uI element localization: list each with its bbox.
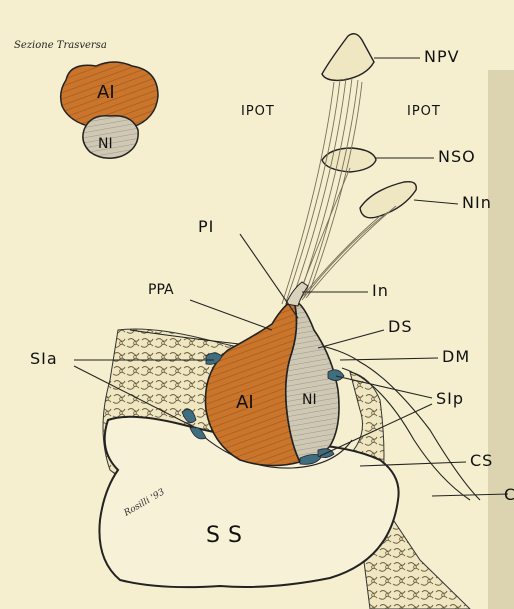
inset-ai-label: AI	[97, 82, 115, 103]
ipot-left-label: IPOT	[241, 104, 275, 119]
npv-nucleus	[322, 34, 374, 81]
sia-label: SIa	[30, 349, 58, 368]
sip-label: SIp	[436, 389, 464, 408]
ds-label: DS	[388, 317, 412, 336]
nso-label: NSO	[438, 147, 476, 166]
ss-label: SS	[206, 523, 250, 548]
pi-label: PI	[198, 217, 214, 236]
inset-cross-section: AI NI	[61, 62, 158, 158]
page-edge	[488, 70, 514, 609]
figure-title: Sezione Trasversa	[14, 40, 107, 51]
ni-label: NI	[302, 392, 317, 408]
cs-label: CS	[470, 451, 493, 470]
inset-ni-label: NI	[98, 136, 113, 152]
npv-label: NPV	[424, 47, 460, 66]
dm-label: DM	[442, 347, 470, 366]
ai-label: AI	[236, 392, 254, 413]
ipot-right-label: IPOT	[407, 104, 441, 119]
in-label: In	[372, 281, 389, 300]
nin-label: NIn	[462, 193, 492, 212]
c-label: C	[504, 485, 514, 504]
ppa-label: PPA	[148, 282, 174, 298]
